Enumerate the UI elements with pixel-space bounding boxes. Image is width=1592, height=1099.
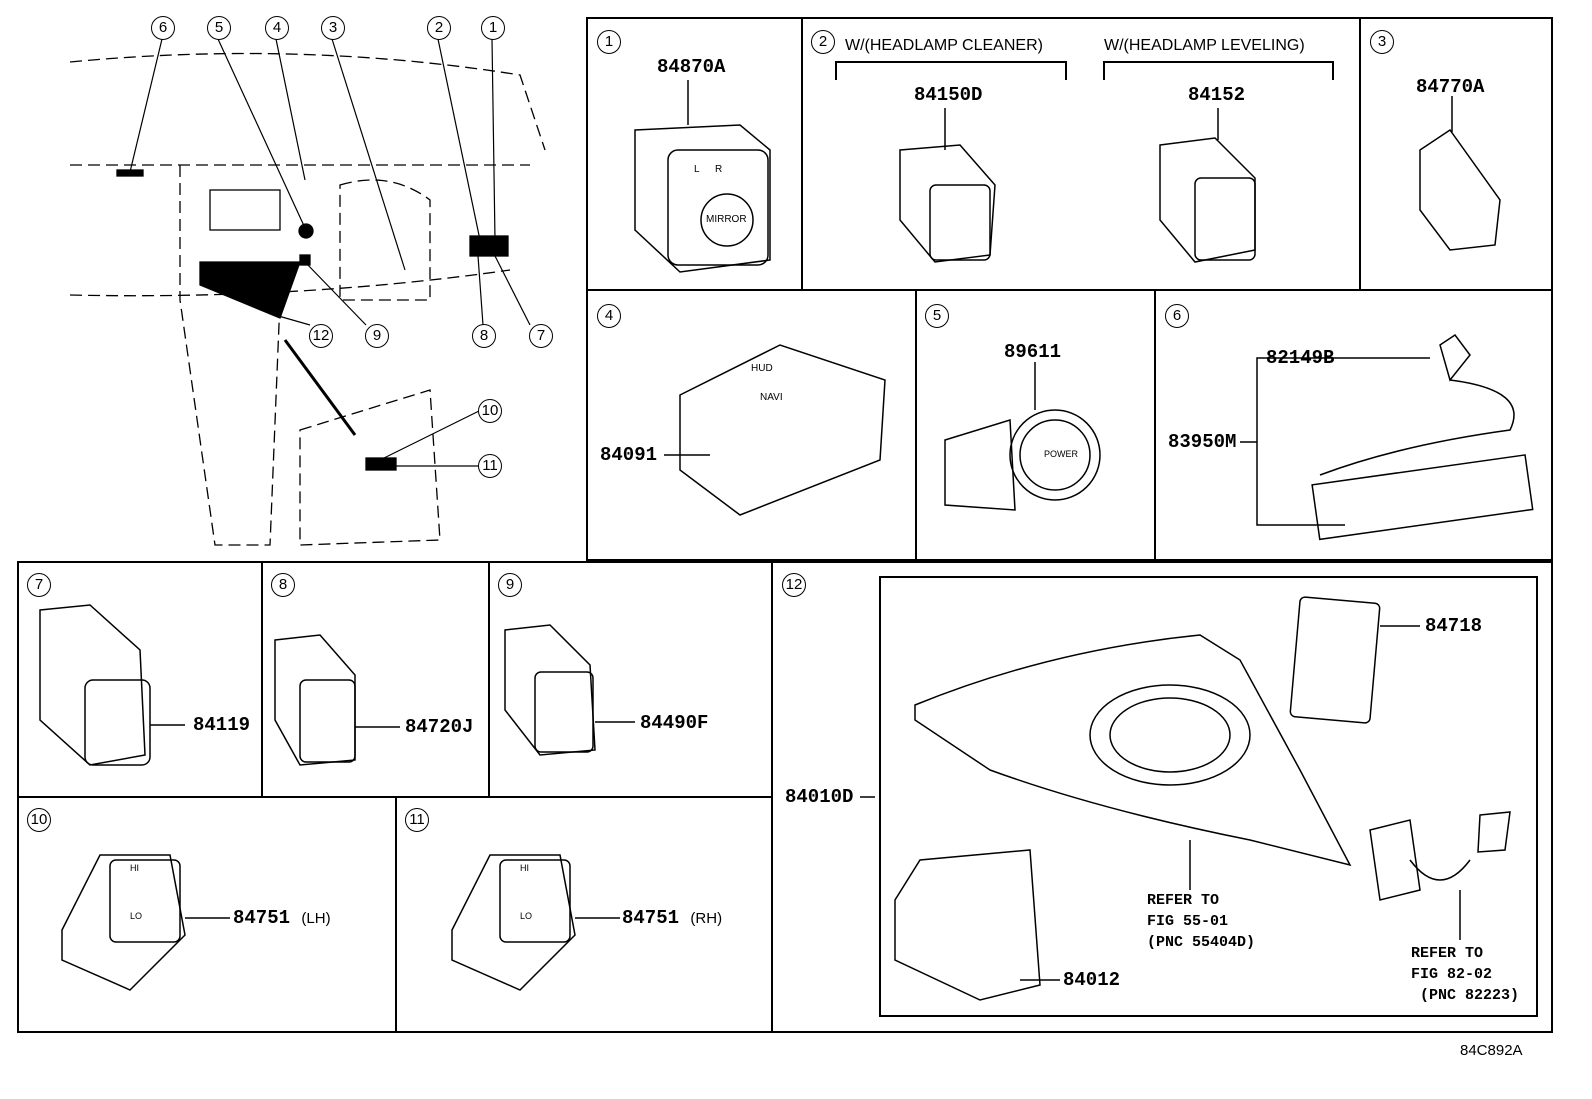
condition-headlamp-leveling: W/(HEADLAMP LEVELING) (1104, 37, 1305, 54)
panel-11-id: 11 (405, 808, 429, 832)
panel-2-id: 2 (811, 30, 835, 54)
seat-heater-lo-label-lh: LO (130, 911, 143, 921)
mirror-label: MIRROR (706, 214, 747, 225)
seat-heater-hi-label-rh: HI (520, 863, 529, 873)
callout-4: 4 (265, 16, 289, 40)
panel-12-id: 12 (782, 573, 806, 597)
panel-6-id: 6 (1165, 304, 1189, 328)
callout-11: 11 (478, 454, 502, 478)
overview-leaders (129, 38, 531, 467)
panel-1-id: 1 (597, 30, 621, 54)
panel-8-id: 8 (271, 573, 295, 597)
part-number-84770A[interactable]: 84770A (1416, 76, 1485, 98)
figure-code: 84C892A (1460, 1042, 1523, 1059)
callout-7: 7 (529, 324, 553, 348)
panel-7-id: 7 (27, 573, 51, 597)
side-suffix: (RH) (690, 910, 723, 927)
panel-3-id: 3 (1370, 30, 1394, 54)
overview-shapes (116, 169, 509, 471)
part-number-84751-lh[interactable]: 84751 (LH) (233, 909, 331, 928)
part-number-84870A[interactable]: 84870A (657, 56, 726, 78)
callout-9: 9 (365, 324, 389, 348)
dashboard-overview (69, 52, 546, 546)
part-number-84720J[interactable]: 84720J (405, 716, 474, 738)
part-number: 84751 (233, 907, 291, 929)
callout-1: 1 (481, 16, 505, 40)
mirror-r-label: R (715, 164, 723, 175)
callout-6: 6 (151, 16, 175, 40)
seat-heater-lo-label-rh: LO (520, 911, 533, 921)
part-number-84152[interactable]: 84152 (1188, 84, 1246, 106)
panel-4-id: 4 (597, 304, 621, 328)
hud-label: HUD (751, 363, 773, 374)
part-sketches (39, 61, 1534, 1001)
part-number: 84751 (622, 907, 680, 929)
seat-heater-hi-label-lh: HI (130, 863, 139, 873)
callout-2: 2 (427, 16, 451, 40)
callout-10: 10 (478, 399, 502, 423)
refer-note-fig-55-01: REFER TO FIG 55-01 (PNC 55404D) (1147, 892, 1256, 951)
callout-3: 3 (321, 16, 345, 40)
callout-8: 8 (472, 324, 496, 348)
part-number-84091[interactable]: 84091 (600, 444, 658, 466)
part-number-89611[interactable]: 89611 (1004, 341, 1062, 363)
part-number-84150D[interactable]: 84150D (914, 84, 983, 106)
part-number-83950M[interactable]: 83950M (1168, 431, 1237, 453)
part-number-84119[interactable]: 84119 (193, 714, 251, 736)
part-number-82149B[interactable]: 82149B (1266, 347, 1335, 369)
navi-label: NAVI (760, 392, 783, 403)
condition-headlamp-cleaner: W/(HEADLAMP CLEANER) (845, 37, 1043, 54)
part-number-84012[interactable]: 84012 (1063, 969, 1121, 991)
side-suffix: (LH) (301, 910, 331, 927)
part-number-84751-rh[interactable]: 84751 (RH) (622, 909, 722, 928)
panel-9-id: 9 (498, 573, 522, 597)
panel-5-id: 5 (925, 304, 949, 328)
power-label: POWER (1044, 449, 1079, 459)
mirror-l-label: L (694, 164, 700, 175)
callout-5: 5 (207, 16, 231, 40)
part-number-84010D[interactable]: 84010D (785, 786, 854, 808)
panel-borders (17, 17, 1553, 1033)
part-number-84490F[interactable]: 84490F (640, 712, 709, 734)
panel-10-id: 10 (27, 808, 51, 832)
part-number-84718[interactable]: 84718 (1425, 615, 1483, 637)
callout-12: 12 (309, 324, 333, 348)
refer-note-fig-82-02: REFER TO FIG 82-02 (PNC 82223) (1411, 945, 1520, 1004)
